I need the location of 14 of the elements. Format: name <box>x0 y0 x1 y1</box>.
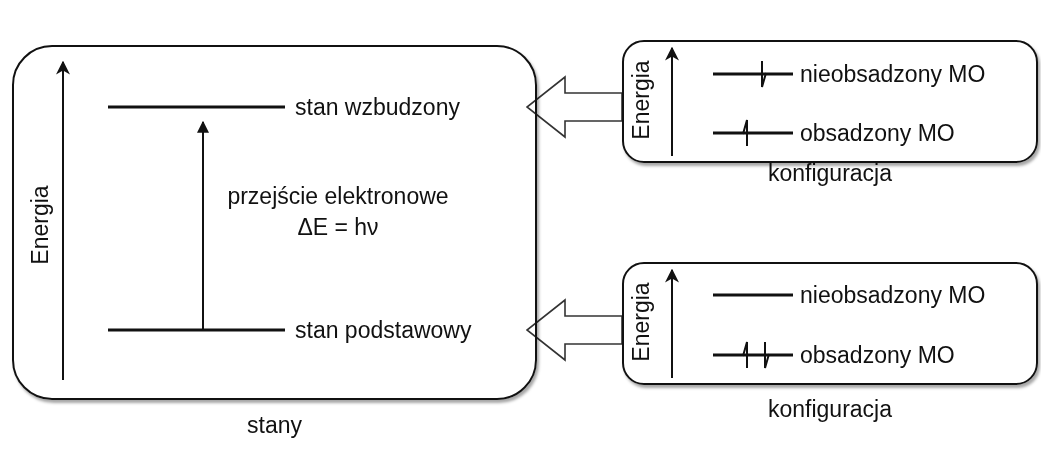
arrow <box>197 120 209 331</box>
level-label: nieobsadzony MO <box>800 60 986 88</box>
level-label: stan wzbudzony <box>295 93 460 121</box>
block-arrow <box>525 298 623 362</box>
panel-caption: stany <box>247 412 302 439</box>
axis-label: Energia <box>26 185 54 265</box>
axis-label: Energia <box>627 60 655 140</box>
level-label: obsadzony MO <box>800 341 955 369</box>
panel-caption: konfiguracja <box>768 160 892 187</box>
level-label: stan podstawowy <box>295 316 472 344</box>
panel-caption: konfiguracja <box>768 396 892 423</box>
level-label: nieobsadzony MO <box>800 281 986 309</box>
level-label: obsadzony MO <box>800 119 955 147</box>
axis-label: Energia <box>627 282 655 362</box>
